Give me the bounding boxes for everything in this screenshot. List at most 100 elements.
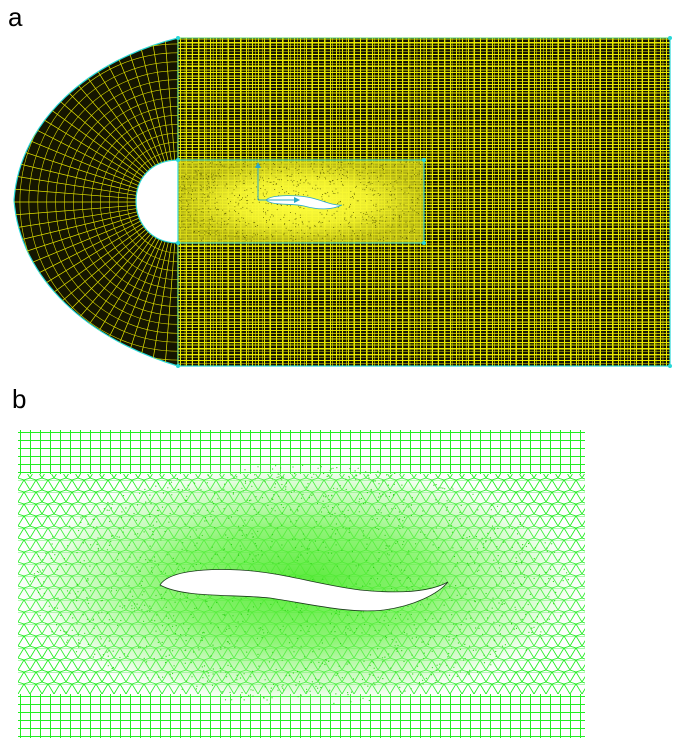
mesh-node <box>221 218 223 220</box>
mesh-node <box>252 192 254 193</box>
mesh-node <box>352 162 354 164</box>
mesh-node <box>372 194 374 196</box>
mesh-node <box>201 211 203 213</box>
radial-mesh-line <box>16 134 140 187</box>
mesh-node <box>411 201 413 203</box>
mesh-node <box>173 615 175 617</box>
mesh-node <box>548 577 550 580</box>
mesh-node <box>210 162 212 164</box>
mesh-node <box>373 682 375 684</box>
mesh-node <box>243 673 245 675</box>
mesh-node <box>368 634 370 636</box>
mesh-node <box>183 567 185 569</box>
mesh-node <box>367 234 369 236</box>
mesh-node <box>194 607 196 610</box>
mesh-node <box>395 206 397 208</box>
mesh-node <box>459 518 461 520</box>
mesh-node <box>410 613 412 616</box>
mesh-node <box>310 233 312 235</box>
mesh-node <box>277 685 279 687</box>
mesh-node <box>181 489 183 491</box>
mesh-node <box>380 512 382 514</box>
mesh-node <box>429 561 431 563</box>
mesh-node <box>487 617 489 619</box>
mesh-node <box>292 672 294 674</box>
mesh-node <box>388 653 390 655</box>
mesh-node <box>273 164 275 165</box>
mesh-node <box>152 524 154 526</box>
mesh-node <box>460 504 462 507</box>
mesh-node <box>244 189 246 191</box>
mesh-node <box>227 203 229 205</box>
mesh-node <box>379 220 381 222</box>
mesh-node <box>297 183 299 185</box>
mesh-node <box>298 192 300 194</box>
mesh-node <box>411 216 413 218</box>
mesh-node <box>211 519 214 521</box>
mesh-node <box>259 176 261 178</box>
mesh-node <box>38 571 40 573</box>
mesh-node <box>327 170 329 172</box>
mesh-node <box>193 200 194 202</box>
mesh-node <box>203 631 205 633</box>
mesh-node <box>206 509 208 511</box>
mesh-node <box>383 240 385 242</box>
mesh-node <box>319 665 321 667</box>
mesh-node <box>377 470 379 472</box>
mesh-node <box>235 201 237 203</box>
mesh-node <box>66 590 69 592</box>
mesh-node <box>463 659 465 661</box>
mesh-node <box>215 234 217 236</box>
mesh-node <box>281 483 283 486</box>
mesh-node <box>204 162 206 164</box>
mesh-node <box>275 668 277 671</box>
mesh-node <box>503 603 505 605</box>
mesh-node <box>151 572 153 574</box>
mesh-node <box>220 226 222 228</box>
mesh-node <box>108 650 110 652</box>
mesh-node <box>215 197 216 199</box>
mesh-node <box>198 209 200 211</box>
mesh-node <box>184 662 186 664</box>
mesh-node <box>244 237 245 239</box>
mesh-node <box>264 686 266 688</box>
mesh-node <box>193 560 195 562</box>
mesh-node <box>161 506 164 508</box>
mesh-node <box>500 600 502 602</box>
mesh-node <box>224 483 226 485</box>
mesh-node <box>538 564 540 567</box>
mesh-node <box>469 556 472 558</box>
mesh-node <box>171 677 173 679</box>
mesh-node <box>108 509 110 511</box>
mesh-node <box>492 597 494 599</box>
mesh-node <box>319 212 321 214</box>
mesh-node <box>455 585 457 587</box>
mesh-node <box>116 536 118 538</box>
mesh-node <box>63 558 65 560</box>
mesh-node <box>246 235 248 236</box>
mesh-node <box>296 606 298 608</box>
mesh-node <box>503 541 505 543</box>
mesh-node <box>227 641 229 643</box>
mesh-node <box>302 221 303 223</box>
mesh-node <box>235 232 237 234</box>
mesh-node <box>395 542 397 545</box>
mesh-node <box>145 559 147 561</box>
mesh-node <box>503 516 506 518</box>
mesh-node <box>475 536 477 538</box>
mesh-node <box>394 163 396 165</box>
mesh-node <box>375 226 377 228</box>
mesh-node <box>382 671 384 673</box>
mesh-node <box>418 683 421 685</box>
mesh-node <box>398 218 400 220</box>
mesh-node <box>390 475 392 477</box>
mesh-node <box>359 498 361 500</box>
mesh-node <box>330 613 333 615</box>
mesh-node <box>228 627 230 629</box>
mesh-node <box>332 190 334 192</box>
mesh-node <box>227 198 229 200</box>
mesh-node <box>152 538 155 540</box>
mesh-node <box>245 196 247 198</box>
mesh-node <box>402 503 404 505</box>
mesh-node <box>150 570 153 572</box>
